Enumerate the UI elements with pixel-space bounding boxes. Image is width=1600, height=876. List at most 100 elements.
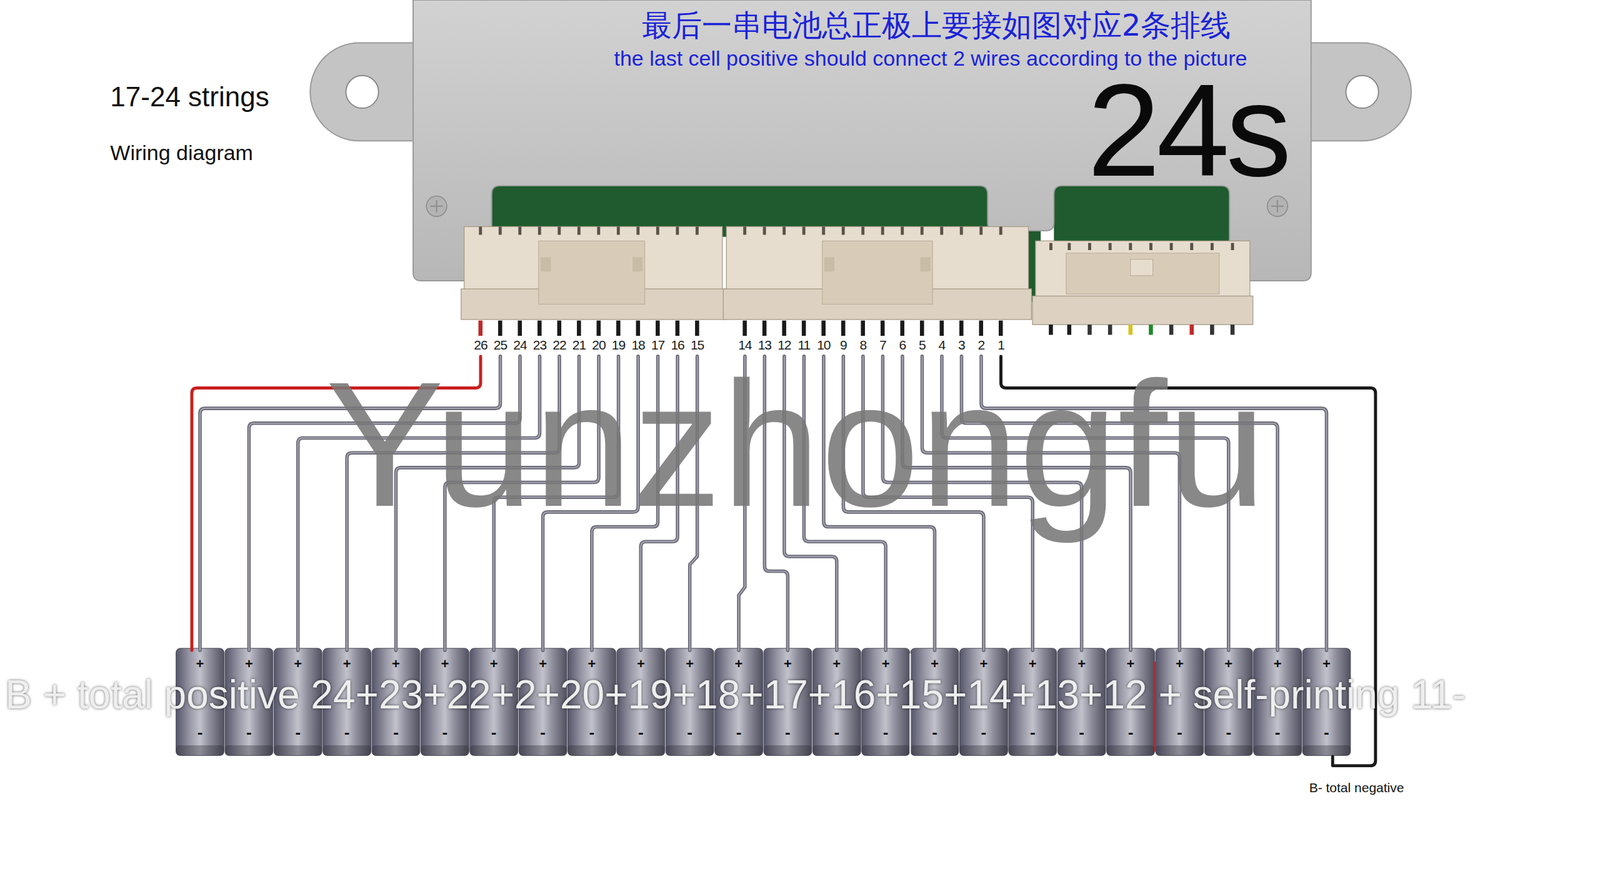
pin-lead xyxy=(743,320,748,336)
cell-positive-sign: + xyxy=(293,655,302,672)
pin-number: 4 xyxy=(938,337,946,353)
pin-contact xyxy=(1129,243,1133,250)
cell-shade xyxy=(323,745,372,755)
pin-contact xyxy=(881,226,885,235)
pin-number: 13 xyxy=(758,337,772,353)
cell-shade xyxy=(1155,745,1204,755)
cell-negative-sign: - xyxy=(295,723,301,742)
pin-number: 17 xyxy=(651,337,665,353)
cell-shade xyxy=(812,745,861,755)
cell-positive-sign: + xyxy=(538,655,547,672)
pin-contact xyxy=(636,226,640,235)
cell-positive-sign: + xyxy=(881,655,890,672)
cell-negative-sign: - xyxy=(1275,723,1281,742)
pin-lead xyxy=(695,320,700,336)
terminal-label: B- total negative xyxy=(1309,780,1405,795)
connector-key xyxy=(1130,259,1154,276)
cell-negative-sign: - xyxy=(197,723,204,742)
cell-positive-sign: + xyxy=(245,655,254,672)
pin-contact xyxy=(1068,243,1072,250)
pin-number: 5 xyxy=(918,337,926,353)
cell-positive-sign: + xyxy=(832,655,841,672)
pin-contact xyxy=(616,226,620,235)
cell-negative-sign: - xyxy=(785,723,791,742)
cell-negative-sign: - xyxy=(883,723,889,742)
screw-slot xyxy=(430,200,444,213)
pin-contact xyxy=(861,226,865,235)
cell-negative-sign: - xyxy=(981,723,987,742)
cell-shade xyxy=(665,745,714,755)
pin-number: 2 xyxy=(978,337,985,353)
pin-number: 22 xyxy=(552,337,566,353)
cell-shade xyxy=(1057,745,1106,755)
cell-positive-sign: + xyxy=(979,655,988,672)
cell-positive-sign: + xyxy=(588,655,597,672)
pin-lead xyxy=(861,320,866,336)
pin-contact xyxy=(498,226,502,235)
pin-number: 21 xyxy=(572,337,586,353)
cell-negative-sign: - xyxy=(344,723,350,742)
cell-shade xyxy=(1106,745,1155,755)
signal-lead xyxy=(1067,324,1072,335)
cell-negative-sign: - xyxy=(833,723,840,742)
cell-shade xyxy=(371,745,420,755)
pin-lead xyxy=(762,320,767,336)
cell-negative-sign: - xyxy=(1078,723,1085,742)
pin-contact xyxy=(676,226,680,235)
connector-recess xyxy=(1066,253,1220,294)
pin-lead xyxy=(596,320,602,336)
overlay-caption: B + total positive 24+23+22+2+20+19+18+1… xyxy=(5,671,1466,719)
pin-contact xyxy=(999,226,1003,235)
cell-shade xyxy=(861,745,910,755)
pin-number: 24 xyxy=(513,337,527,353)
pin-contact xyxy=(1088,243,1092,250)
pin-contact xyxy=(597,226,601,235)
watermark: Yunzhongfu xyxy=(325,355,1267,534)
instruction-text-chinese: 最后一串电池总正极上要接如图对应2条排线 xyxy=(641,8,1232,43)
pin-contact xyxy=(743,226,747,235)
connector-latch xyxy=(920,256,931,272)
signal-lead xyxy=(1169,324,1174,335)
pin-lead xyxy=(900,320,905,336)
pin-contact xyxy=(1190,243,1194,250)
signal-lead xyxy=(1087,324,1092,335)
screw xyxy=(1267,195,1289,217)
cell-positive-sign: + xyxy=(1126,655,1135,672)
signal-lead xyxy=(1190,324,1195,335)
pin-lead xyxy=(518,320,523,336)
pin-contact xyxy=(695,226,699,235)
cell-shade xyxy=(420,745,469,755)
pin-number: 12 xyxy=(777,337,791,353)
pin-contact xyxy=(920,226,924,235)
pin-contact xyxy=(1049,243,1053,250)
signal-lead xyxy=(1048,324,1054,335)
cell-negative-sign: - xyxy=(686,723,693,742)
signal-lead xyxy=(1230,324,1235,335)
mounting-ear xyxy=(1304,43,1412,142)
pin-number: 11 xyxy=(797,337,810,353)
cell-positive-sign: + xyxy=(343,655,352,672)
pin-contact xyxy=(656,226,660,235)
pin-lead xyxy=(537,320,542,336)
cell-negative-sign: - xyxy=(393,723,399,742)
title-text: 17-24 strings xyxy=(110,81,269,114)
cell-positive-sign: + xyxy=(1077,655,1086,672)
cell-negative-sign: - xyxy=(442,723,449,742)
cell-negative-sign: - xyxy=(491,723,497,742)
pin-number: 20 xyxy=(591,337,605,353)
cell-positive-sign: + xyxy=(1175,655,1184,672)
mounting-hole xyxy=(1345,75,1379,109)
cell-negative-sign: - xyxy=(638,723,644,742)
pin-number: 9 xyxy=(840,337,847,353)
cell-negative-sign: - xyxy=(1030,723,1036,742)
cell-shade xyxy=(1253,745,1302,755)
pin-lead xyxy=(801,320,807,336)
cell-shade xyxy=(225,745,274,755)
connector-latch xyxy=(824,256,835,272)
pin-number: 7 xyxy=(879,337,887,353)
pin-contact xyxy=(1170,243,1174,250)
connector-latch xyxy=(632,256,643,272)
cell-shade xyxy=(960,745,1009,755)
cell-negative-sign: - xyxy=(246,723,252,742)
pin-contact xyxy=(960,226,964,235)
